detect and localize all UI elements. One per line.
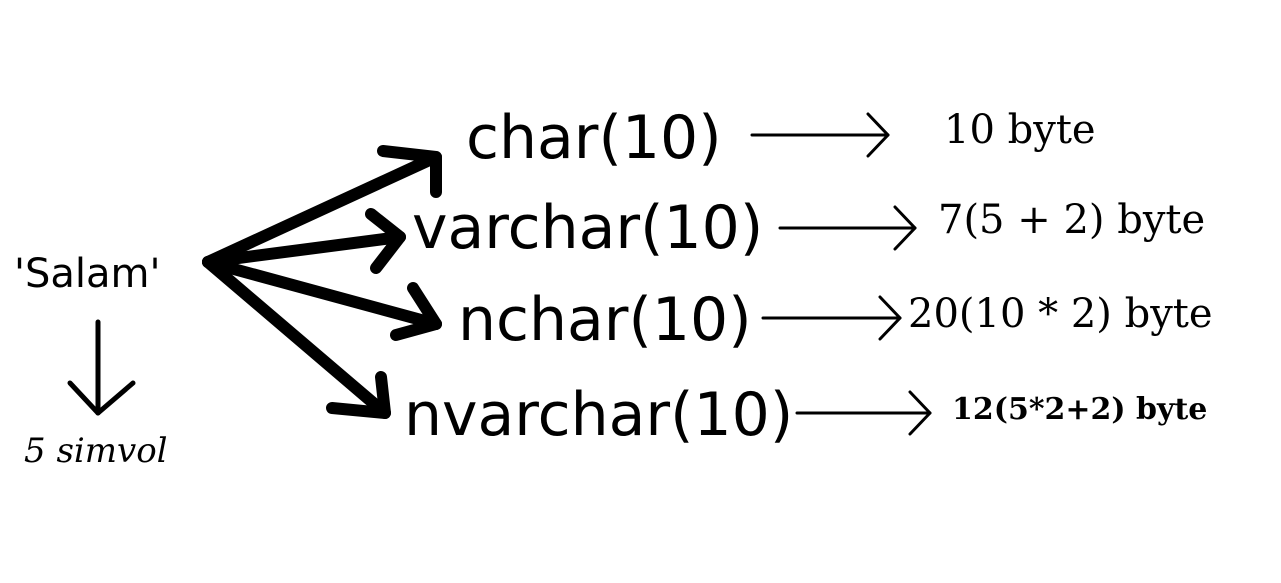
type-nvarchar: nvarchar(10) bbox=[404, 380, 794, 450]
fan-arrow-nchar bbox=[202, 256, 442, 341]
size-varchar: 7(5 + 2) byte bbox=[938, 197, 1206, 243]
source-note: 5 simvol bbox=[24, 431, 168, 471]
size-char: 10 byte bbox=[944, 107, 1096, 153]
size-nvarchar: 12(5*2+2) byte bbox=[952, 392, 1208, 427]
type-varchar: varchar(10) bbox=[412, 193, 764, 263]
result-arrow-nvarchar bbox=[795, 390, 932, 436]
fan-arrow-nvarchar bbox=[202, 256, 391, 419]
source-label: 'Salam' bbox=[14, 251, 161, 297]
type-char: char(10) bbox=[466, 103, 722, 173]
fan-arrow-varchar bbox=[202, 208, 406, 274]
result-arrow-char bbox=[750, 112, 890, 158]
result-arrow-nchar bbox=[761, 295, 902, 341]
down-arrow bbox=[67, 319, 136, 416]
type-nchar: nchar(10) bbox=[458, 285, 752, 355]
size-nchar: 20(10 * 2) byte bbox=[908, 291, 1213, 337]
result-arrow-varchar bbox=[778, 205, 917, 251]
fan-arrow-char bbox=[202, 145, 442, 268]
